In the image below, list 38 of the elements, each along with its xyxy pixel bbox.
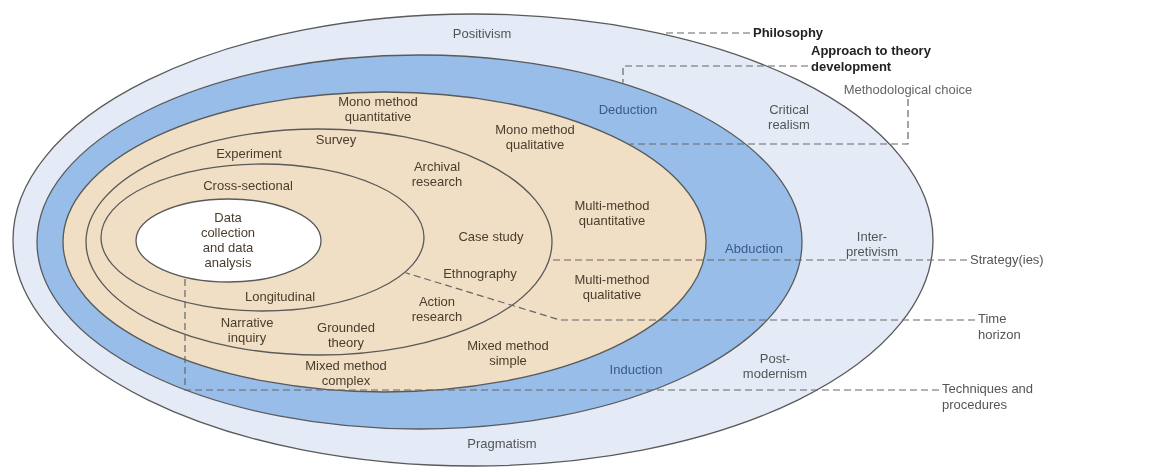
layer-label: Case study: [458, 228, 524, 244]
layer-name: Time horizon: [978, 311, 1038, 343]
ellipse-layer: [62, 91, 707, 393]
layer-label: Multi-method quantitative: [573, 198, 651, 228]
layer-name: Strategy(ies): [970, 252, 1044, 268]
leader-line: [622, 65, 809, 84]
layer-label: Action research: [410, 294, 464, 324]
layer-label: Experiment: [216, 145, 282, 161]
layer-label: Pragmatism: [467, 435, 537, 451]
layer-label: Longitudinal: [244, 288, 316, 304]
layer-label: Archival research: [410, 159, 464, 189]
layer-name: Approach to theory development: [811, 43, 941, 75]
layer-name: Techniques and procedures: [942, 381, 1052, 413]
layer-label: Deduction: [598, 101, 658, 117]
layer-label: Mixed method simple: [466, 338, 550, 368]
ellipse-core: [135, 198, 322, 283]
layer-label: Grounded theory: [316, 320, 376, 350]
leader-line: [629, 98, 909, 145]
layer-label: Positivism: [452, 25, 512, 41]
layer-name: Methodological choice: [843, 82, 973, 98]
layer-label: Critical realism: [767, 102, 811, 132]
layer-label: Narrative inquiry: [219, 315, 275, 345]
layer-label: Mixed method complex: [304, 358, 388, 388]
layer-label: Mono method qualitative: [494, 122, 576, 152]
layer-label: Post-modernism: [741, 351, 809, 381]
layer-name: Philosophy: [753, 25, 824, 41]
layer-label: Mono method quantitative: [337, 94, 419, 124]
layer-label: Induction: [609, 361, 663, 377]
leader-line: [405, 272, 976, 321]
layer-label: Inter-pretivism: [845, 229, 899, 259]
leader-line: [184, 277, 940, 391]
layer-label: Data collection and data analysis: [199, 210, 257, 270]
layer-label: Ethnography: [443, 265, 517, 281]
layer-label: Cross-sectional: [203, 177, 293, 193]
ellipse-layer: [12, 13, 934, 467]
layer-label: Multi-method qualitative: [573, 272, 651, 302]
layer-label: Abduction: [725, 240, 783, 256]
layer-label: Survey: [315, 131, 357, 147]
